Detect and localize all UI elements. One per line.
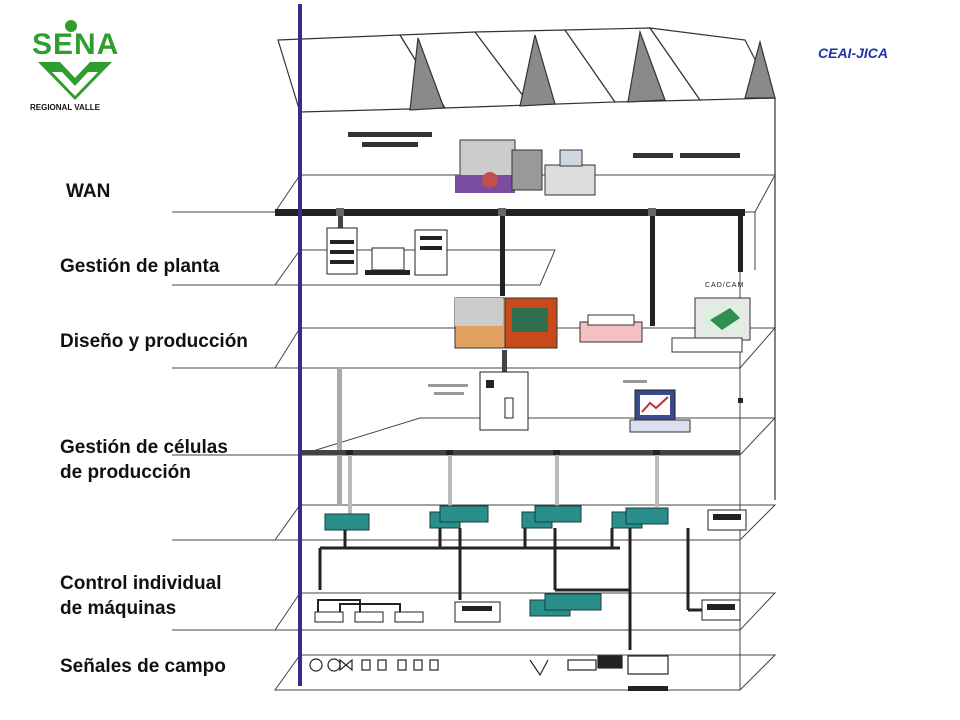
sena-logo-icon bbox=[38, 20, 112, 100]
operator-panel-icon bbox=[701, 509, 747, 621]
placeholder-text-top bbox=[348, 132, 740, 158]
level-plant-label: Gestión de planta bbox=[60, 256, 220, 277]
level-lines bbox=[172, 211, 300, 631]
cad-cam-label: CAD/CAM bbox=[705, 282, 745, 289]
cell-bus bbox=[300, 398, 743, 515]
printer-icon bbox=[579, 314, 643, 343]
field-devices-icon bbox=[309, 655, 669, 691]
level-design-label: Diseño y producción bbox=[60, 331, 248, 352]
placeholder-text-mid bbox=[428, 380, 647, 395]
level-cells-label-2: de producción bbox=[60, 462, 191, 483]
vertical-network-line bbox=[298, 4, 302, 686]
plant-management-computers-icon bbox=[326, 227, 448, 276]
logo-subtitle: REGIONAL VALLE bbox=[30, 103, 100, 112]
cell-controller-icon bbox=[479, 371, 529, 431]
enterprise-workstation-icon bbox=[455, 139, 596, 196]
level-machines-label-2: de máquinas bbox=[60, 598, 177, 619]
scada-terminal-icon bbox=[629, 389, 691, 433]
floor-cells bbox=[299, 417, 777, 456]
level-machines-label-1: Control individual bbox=[60, 573, 222, 594]
logo-brand-text: SENA bbox=[32, 28, 120, 61]
cad-cam-workstation-icon bbox=[671, 297, 751, 353]
floor-field bbox=[274, 654, 777, 691]
floor-plant bbox=[274, 249, 556, 286]
machine-controllers-icon bbox=[314, 599, 501, 623]
level-field-label: Señales de campo bbox=[60, 656, 226, 677]
production-equipment-icon bbox=[454, 297, 558, 349]
level-wan-label: WAN bbox=[66, 181, 111, 202]
machine-wiring bbox=[318, 528, 702, 650]
level-cells-label-1: Gestión de células bbox=[60, 437, 228, 458]
cell-link-line bbox=[337, 368, 342, 506]
header-org: CEAI-JICA bbox=[818, 45, 889, 61]
plc-racks-icon bbox=[324, 505, 669, 617]
factory-roof bbox=[277, 27, 776, 500]
design-drop-line bbox=[502, 350, 507, 378]
